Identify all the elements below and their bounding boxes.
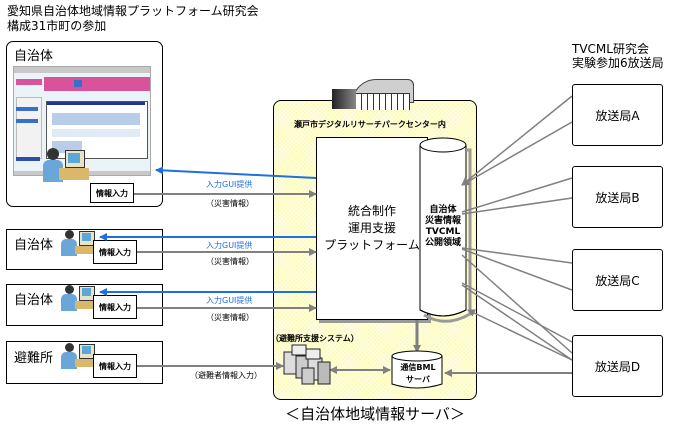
public-area-cylinder: [419, 137, 472, 323]
info-input-box-1: 情報入力: [90, 183, 134, 203]
bml-server-cylinder: [391, 350, 443, 389]
info-input-box-2: 情報入力: [93, 240, 137, 264]
platform-line: 運用支援: [347, 221, 396, 235]
gui-label-3: 入力GUI提供: [206, 296, 253, 305]
operator-computer-icon: [61, 343, 97, 371]
server-caption: ＜自治体地域情報サーバ＞: [285, 405, 465, 423]
shelter-system-label: （避難所支援システム）: [271, 334, 359, 343]
info-input-box-3: 情報入力: [93, 295, 137, 319]
public-area-line: 公開領域: [424, 238, 461, 248]
server-rack-icon: [283, 344, 331, 385]
data-label-3: （災害情報）: [206, 313, 254, 322]
station-b: 放送局B: [572, 166, 663, 228]
municipality-label: 自治体: [14, 49, 54, 64]
info-input-box-4: 情報入力: [93, 354, 137, 378]
data-label-1: （災害情報）: [206, 199, 254, 208]
municipality-label: 自治体: [14, 293, 54, 308]
data-label-4: （避難者情報入力）: [190, 371, 262, 380]
building-icon: [332, 79, 414, 110]
gui-arrow-1: [155, 166, 317, 179]
gui-screenshot-thumbnail: [13, 66, 151, 176]
public-area-line: TVCML: [425, 227, 461, 237]
public-area-line: 自治体: [429, 205, 457, 215]
title-line-1: 愛知県自治体地域情報プラットフォーム研究会: [7, 4, 259, 18]
municipality-label: 自治体: [14, 238, 54, 253]
bml-server-line: サーバ: [406, 375, 430, 384]
integrated-production-platform: 統合制作 運用支援 プラットフォーム: [316, 137, 428, 320]
operator-computer-icon: [43, 148, 89, 184]
data-label-2: （災害情報）: [206, 257, 254, 266]
title-line-2: 構成31市町の参加: [7, 19, 107, 33]
broadcaster-header-line-1: TVCML研究会: [572, 42, 649, 56]
platform-line: プラットフォーム: [324, 238, 420, 252]
public-area-line: 災害情報: [424, 216, 461, 226]
gui-label-2: 入力GUI提供: [206, 241, 253, 250]
station-a: 放送局A: [572, 84, 663, 146]
operator-computer-icon: [61, 230, 97, 258]
gui-label-1: 入力GUI提供: [206, 180, 253, 189]
broadcaster-header: TVCML研究会 実験参加6放送局: [572, 42, 664, 70]
station-c: 放送局C: [572, 249, 663, 311]
bml-server-label: 通信BML サーバ: [393, 362, 443, 386]
platform-line: 統合制作: [347, 204, 396, 218]
public-area-label: 自治体 災害情報 TVCML 公開領域: [420, 205, 466, 249]
station-d: 放送局D: [572, 335, 663, 397]
location-label: 瀬戸市デジタルリサーチパークセンター内: [294, 120, 446, 129]
shelter-label: 避難所: [14, 351, 54, 366]
broadcaster-header-line-2: 実験参加6放送局: [572, 56, 664, 70]
bml-server-line: 通信BML: [400, 363, 436, 372]
operator-computer-icon: [61, 285, 97, 313]
